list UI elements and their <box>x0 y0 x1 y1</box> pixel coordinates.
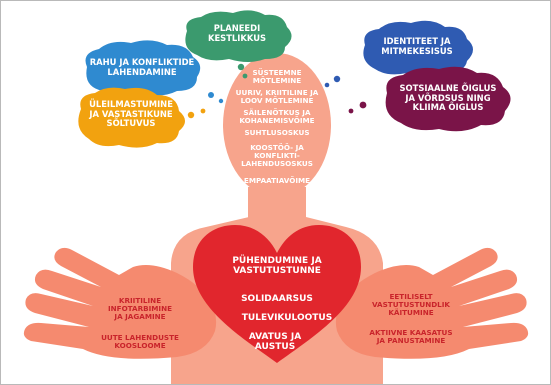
thought-dot <box>208 92 214 98</box>
value-hope: TULEVIKULOOTUS <box>241 313 333 323</box>
skill-communication: SUHTLUSOSKUS <box>244 128 310 137</box>
left-hand-shape <box>23 247 217 359</box>
thought-dot <box>242 73 248 79</box>
skill-empathy: EMPAATIAVÕIME <box>243 176 311 185</box>
thought-dot <box>187 111 195 119</box>
thought-dot <box>237 63 245 71</box>
justice-cloud <box>385 66 511 132</box>
heart-shape <box>193 225 361 363</box>
thought-dot <box>348 108 354 114</box>
global-cloud <box>78 87 185 148</box>
thought-dot <box>324 82 330 88</box>
identity-cloud <box>363 20 473 76</box>
thought-dot <box>359 101 367 109</box>
planet-cloud <box>185 10 292 62</box>
thought-dot <box>218 98 224 104</box>
value-solidarity: SOLIDAARSUS <box>241 294 313 304</box>
thought-dot <box>333 75 341 83</box>
right-hand-shape <box>335 247 529 359</box>
peace-cloud <box>85 40 201 96</box>
head-shape <box>223 53 331 197</box>
thought-dot <box>200 108 206 114</box>
